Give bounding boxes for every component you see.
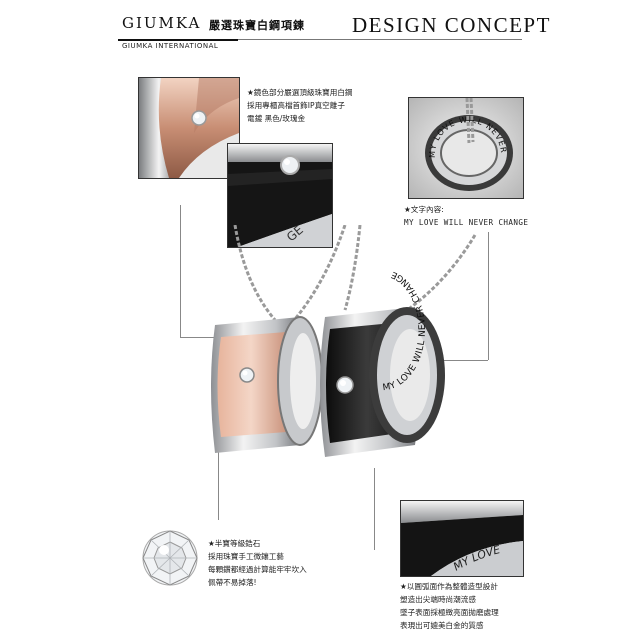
engraved-ring-photo: MY LOVE WILL NEVER CHANGE	[408, 97, 524, 199]
stone-note-line: 佩帶不易掉落!	[208, 578, 257, 587]
design-note-line: 表現出可媲美白金的質感	[400, 621, 484, 630]
leader-line	[180, 205, 181, 337]
design-note-line: 墜子表面採極緻亮面拋磨處理	[400, 608, 499, 617]
stone-note: ★半寶等級鋯石 採用珠寶手工微鑲工藝 每顆鑽都經過計算能牢牢坎入 佩帶不易掉落!	[208, 537, 307, 589]
engraving-note-title: ★文字內容:	[404, 205, 444, 214]
leader-line	[440, 360, 488, 361]
rose-gold-closeup-photo	[138, 77, 240, 179]
brand-subtitle: GIUMKA INTERNATIONAL	[122, 42, 219, 50]
brand-tagline: 嚴選珠寶白鋼項鍊	[209, 19, 305, 32]
brand-logo: GIUMKA	[122, 14, 202, 32]
stone-note-line: 採用珠寶手工微鑲工藝	[208, 552, 284, 561]
header-underline	[118, 39, 238, 41]
page-title: DESIGN CONCEPT	[352, 13, 551, 37]
cubic-zirconia-photo	[140, 528, 200, 588]
plating-note-line: 電鍍 黑色/玫瑰金	[247, 114, 306, 123]
engraving-note-text: MY LOVE WILL NEVER CHANGE	[404, 218, 529, 227]
design-note-line: 塑造出尖端時尚潮流感	[400, 595, 476, 604]
leader-line	[180, 337, 240, 338]
design-note-line: ★以圓弧面作為整體造型設計	[400, 582, 498, 591]
leader-line	[488, 232, 489, 360]
engraving-note: ★文字內容: MY LOVE WILL NEVER CHANGE	[404, 203, 528, 229]
plating-note-line: ★鏡色部分嚴選頂級珠寶用白鋼	[247, 88, 353, 97]
design-note: ★以圓弧面作為整體造型設計 塑造出尖端時尚潮流感 墜子表面採極緻亮面拋磨處理 表…	[400, 580, 499, 632]
plating-note-line: 採用專櫃高檔首飾IP真空離子	[247, 101, 345, 110]
ring-profile-closeup-photo: MY LOVE	[400, 500, 524, 577]
necklace-pair-illustration: MY LOVE WILL NEVER CHANGE	[211, 225, 477, 457]
black-ring-closeup-photo: GE	[227, 143, 333, 248]
stone-note-line: 每顆鑽都經過計算能牢牢坎入	[208, 565, 307, 574]
stone-note-line: ★半寶等級鋯石	[208, 539, 261, 548]
header-divider	[118, 39, 522, 40]
plating-note: ★鏡色部分嚴選頂級珠寶用白鋼 採用專櫃高檔首飾IP真空離子 電鍍 黑色/玫瑰金	[247, 86, 353, 125]
leader-line	[374, 468, 375, 550]
leader-line	[218, 400, 219, 520]
